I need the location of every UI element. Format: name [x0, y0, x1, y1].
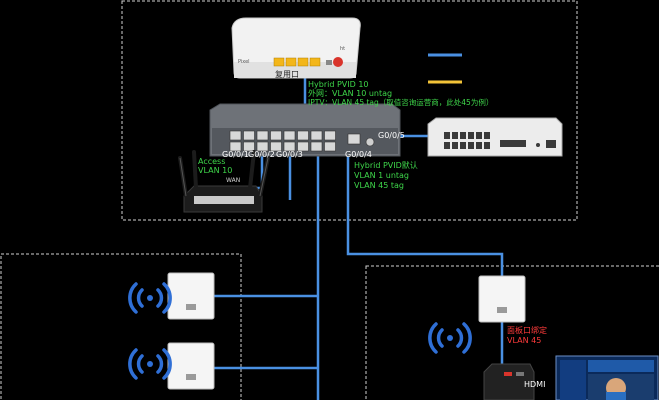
switch-port: [229, 130, 242, 141]
hdmi-label: HDMI: [524, 380, 546, 389]
firewall-port: [460, 142, 466, 149]
firewall-port: [468, 142, 474, 149]
router-device: [178, 150, 270, 213]
port-label-g004: G0/0/4: [345, 150, 372, 159]
tv-screen: [555, 355, 659, 400]
firewall-port: [444, 132, 450, 139]
router-access-line2: VLAN 10: [198, 166, 233, 175]
onu-model-label: ht: [340, 46, 346, 52]
downlink-config-line1: Hybrid PVID默认: [354, 161, 418, 170]
switch-port: [270, 130, 282, 141]
switch-port: [297, 141, 309, 152]
right-room-border: [365, 265, 659, 400]
wan-config-line1: Hybrid PVID 10: [308, 80, 369, 89]
panel-binding-line1: 面板口绑定: [507, 326, 547, 335]
switch-port: [324, 130, 336, 141]
switch-port: [310, 130, 323, 141]
downlink-config-line2: VLAN 1 untag: [354, 171, 410, 180]
wifi-icon: [128, 348, 172, 380]
firewall-port: [452, 132, 458, 139]
switch-port: [324, 141, 336, 152]
firewall-port: [476, 132, 482, 139]
downlink-config-line3: VLAN 45 tag: [354, 181, 404, 190]
switch-port: [243, 130, 255, 141]
port-label-g005: G0/0/5: [378, 131, 405, 140]
firewall-port: [444, 142, 450, 149]
firewall-port: [484, 132, 490, 139]
router-access-line1: Access: [198, 157, 226, 166]
cables: [214, 78, 504, 400]
firewall-port: [484, 142, 490, 149]
core-zone-border: [121, 0, 578, 221]
wall-panel-left-bottom: [167, 342, 215, 390]
wan-config-line3: IPTV：VLAN 45 tag（取值咨询运营商，此处45为例）: [308, 98, 494, 107]
set-top-box: [483, 363, 535, 400]
switch-port: [310, 141, 323, 152]
wifi-icon: [128, 282, 172, 314]
firewall-port: [476, 142, 482, 149]
switch-port: [270, 141, 282, 152]
wifi-icon: [428, 322, 472, 354]
switch-port: [283, 141, 296, 152]
wan-config-line2: 外网：VLAN 10 untag: [308, 89, 393, 98]
switch-port: [256, 130, 269, 141]
port-label-g002: G0/0/2: [248, 150, 275, 159]
onu-port-label: 复用口: [275, 70, 299, 79]
onu-device: [231, 17, 361, 79]
port-label-g003: G0/0/3: [276, 150, 303, 159]
onu-brand-label: Pixel: [238, 59, 250, 65]
firewall-port: [468, 132, 474, 139]
firewall-device: [427, 117, 563, 157]
panel-binding-line2: VLAN 45: [507, 336, 542, 345]
port-label-g001: G0/0/1: [222, 150, 249, 159]
switch-port: [256, 141, 269, 152]
wall-panel-left-top: [167, 272, 215, 320]
router-wan-label: WAN: [226, 177, 241, 184]
switch-port: [297, 130, 309, 141]
wall-panel-right: [478, 275, 526, 323]
switch-port: [283, 130, 296, 141]
switch-port: [243, 141, 255, 152]
switch-port: [229, 141, 242, 152]
left-room-border: [0, 253, 242, 400]
main-switch: [209, 103, 401, 157]
firewall-port: [452, 142, 458, 149]
firewall-port: [460, 132, 466, 139]
